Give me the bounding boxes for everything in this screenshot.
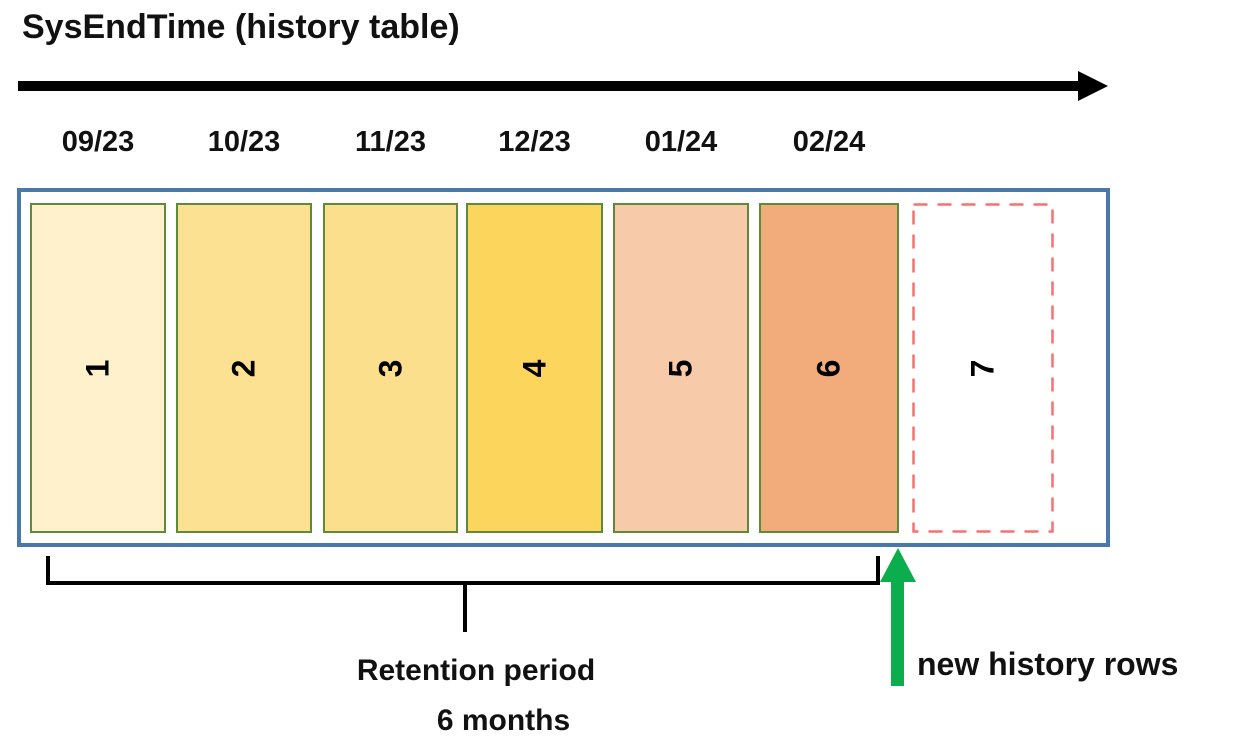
page-title: SysEndTime (history table) (22, 8, 460, 46)
new-history-rows-label: new history rows (917, 646, 1179, 682)
dashed-border (912, 203, 1054, 533)
partition-box-5: 5 (613, 203, 749, 533)
month-label-4: 12/23 (498, 126, 571, 158)
new-rows-arrow-up-icon (880, 548, 916, 582)
month-label-6: 02/24 (792, 126, 866, 158)
partition-number: 4 (515, 359, 552, 377)
partition-number: 5 (662, 359, 699, 377)
month-label-5: 01/24 (644, 126, 718, 158)
partition-box-3: 3 (323, 203, 458, 533)
month-label-1: 09/23 (61, 126, 135, 158)
retention-bracket-right-tick (876, 556, 880, 585)
partition-number: 3 (371, 359, 408, 377)
month-label-3: 11/23 (355, 126, 426, 158)
partition-box-1: 1 (30, 203, 166, 533)
partition-number: 2 (225, 359, 262, 377)
partition-number: 7 (964, 359, 1001, 377)
partition-box-7-pending: 7 (912, 203, 1054, 533)
partition-box-6: 6 (759, 203, 899, 533)
retention-period-label: Retention period 6 months (286, 646, 666, 746)
retention-period-line1: Retention period (356, 654, 596, 687)
history-table-container: 1 2 3 4 5 6 7 (17, 188, 1110, 547)
retention-bracket-stem (463, 581, 467, 632)
timeline-arrow-shaft (18, 81, 1080, 91)
partition-number: 1 (79, 359, 116, 377)
new-rows-arrow-shaft (891, 580, 904, 686)
partition-box-2: 2 (176, 203, 312, 533)
partition-number: 6 (810, 359, 847, 377)
retention-bracket-left-tick (46, 556, 50, 585)
month-label-2: 10/23 (207, 126, 281, 158)
retention-period-line2: 6 months (436, 704, 571, 737)
timeline-arrow-right-icon (1078, 71, 1108, 101)
partition-box-4: 4 (466, 203, 603, 533)
